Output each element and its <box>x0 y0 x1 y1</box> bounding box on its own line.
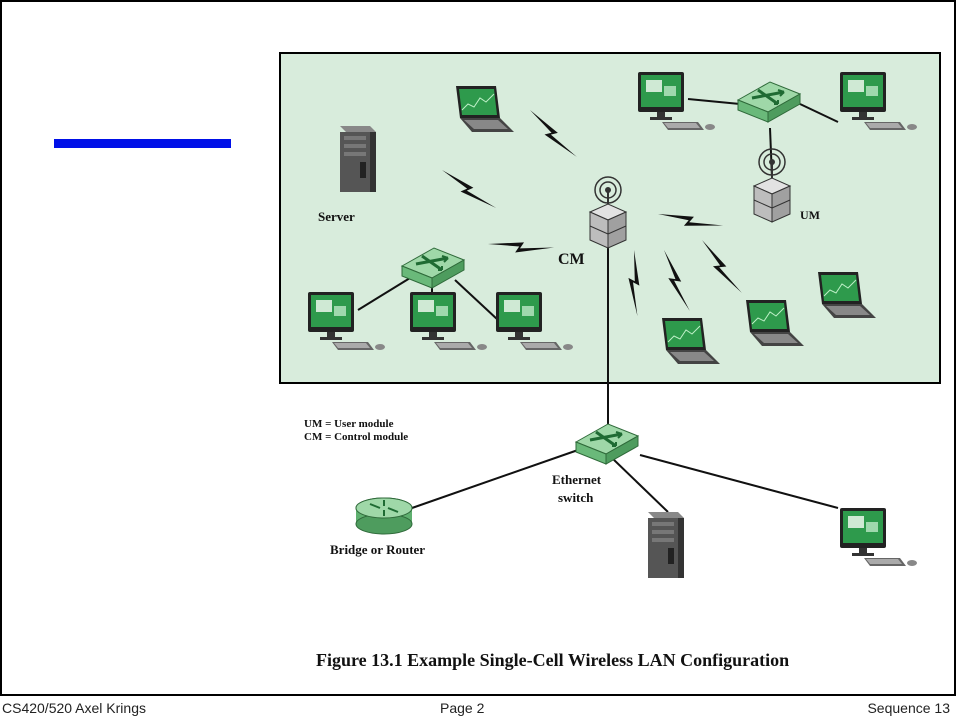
lan-server-icon <box>648 512 684 578</box>
legend: UM = User module CM = Control module <box>304 418 408 444</box>
ethernet-switch-label-1: Ethernet <box>552 472 602 487</box>
um-label: UM <box>800 208 820 222</box>
ethernet-switch-label-2: switch <box>558 490 594 505</box>
lan-links <box>411 449 839 513</box>
router-icon <box>355 497 413 535</box>
bridge-router-label: Bridge or Router <box>330 542 425 557</box>
legend-cm: CM = Control module <box>304 431 409 443</box>
server-label: Server <box>318 209 355 224</box>
ethernet-switch <box>574 422 640 466</box>
footer-sequence: Sequence 13 <box>867 700 950 716</box>
lan-desktop <box>840 508 917 566</box>
title-accent-bar <box>54 139 231 148</box>
cm-label: CM <box>558 251 585 268</box>
figure-caption: Figure 13.1 Example Single-Cell Wireless… <box>316 650 790 670</box>
wlan-diagram: Server CM UM Ethernet switch Bridge or R… <box>279 52 941 578</box>
server-icon <box>340 126 376 192</box>
legend-um: UM = User module <box>304 418 394 430</box>
control-module <box>588 176 628 249</box>
user-module <box>752 148 792 223</box>
footer-course: CS420/520 Axel Krings <box>2 700 146 716</box>
footer-page: Page 2 <box>440 700 485 716</box>
